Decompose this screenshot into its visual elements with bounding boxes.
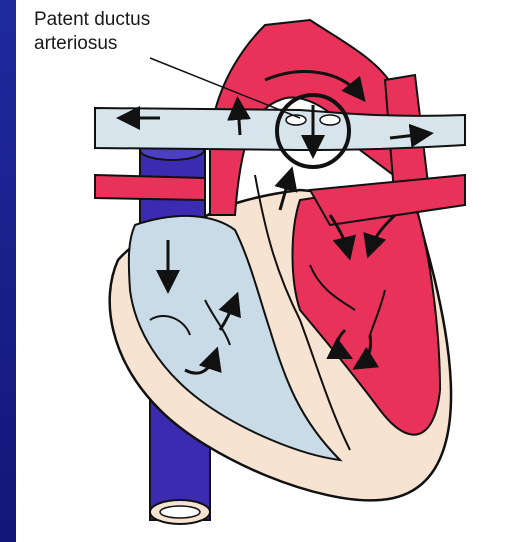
- label-line-1: Patent ductus: [34, 8, 150, 32]
- label-line-2: arteriosus: [34, 32, 150, 56]
- pulmonary-veins: [95, 175, 205, 200]
- ductus-opening-right: [320, 115, 340, 125]
- ductus-label: Patent ductus arteriosus: [34, 8, 150, 56]
